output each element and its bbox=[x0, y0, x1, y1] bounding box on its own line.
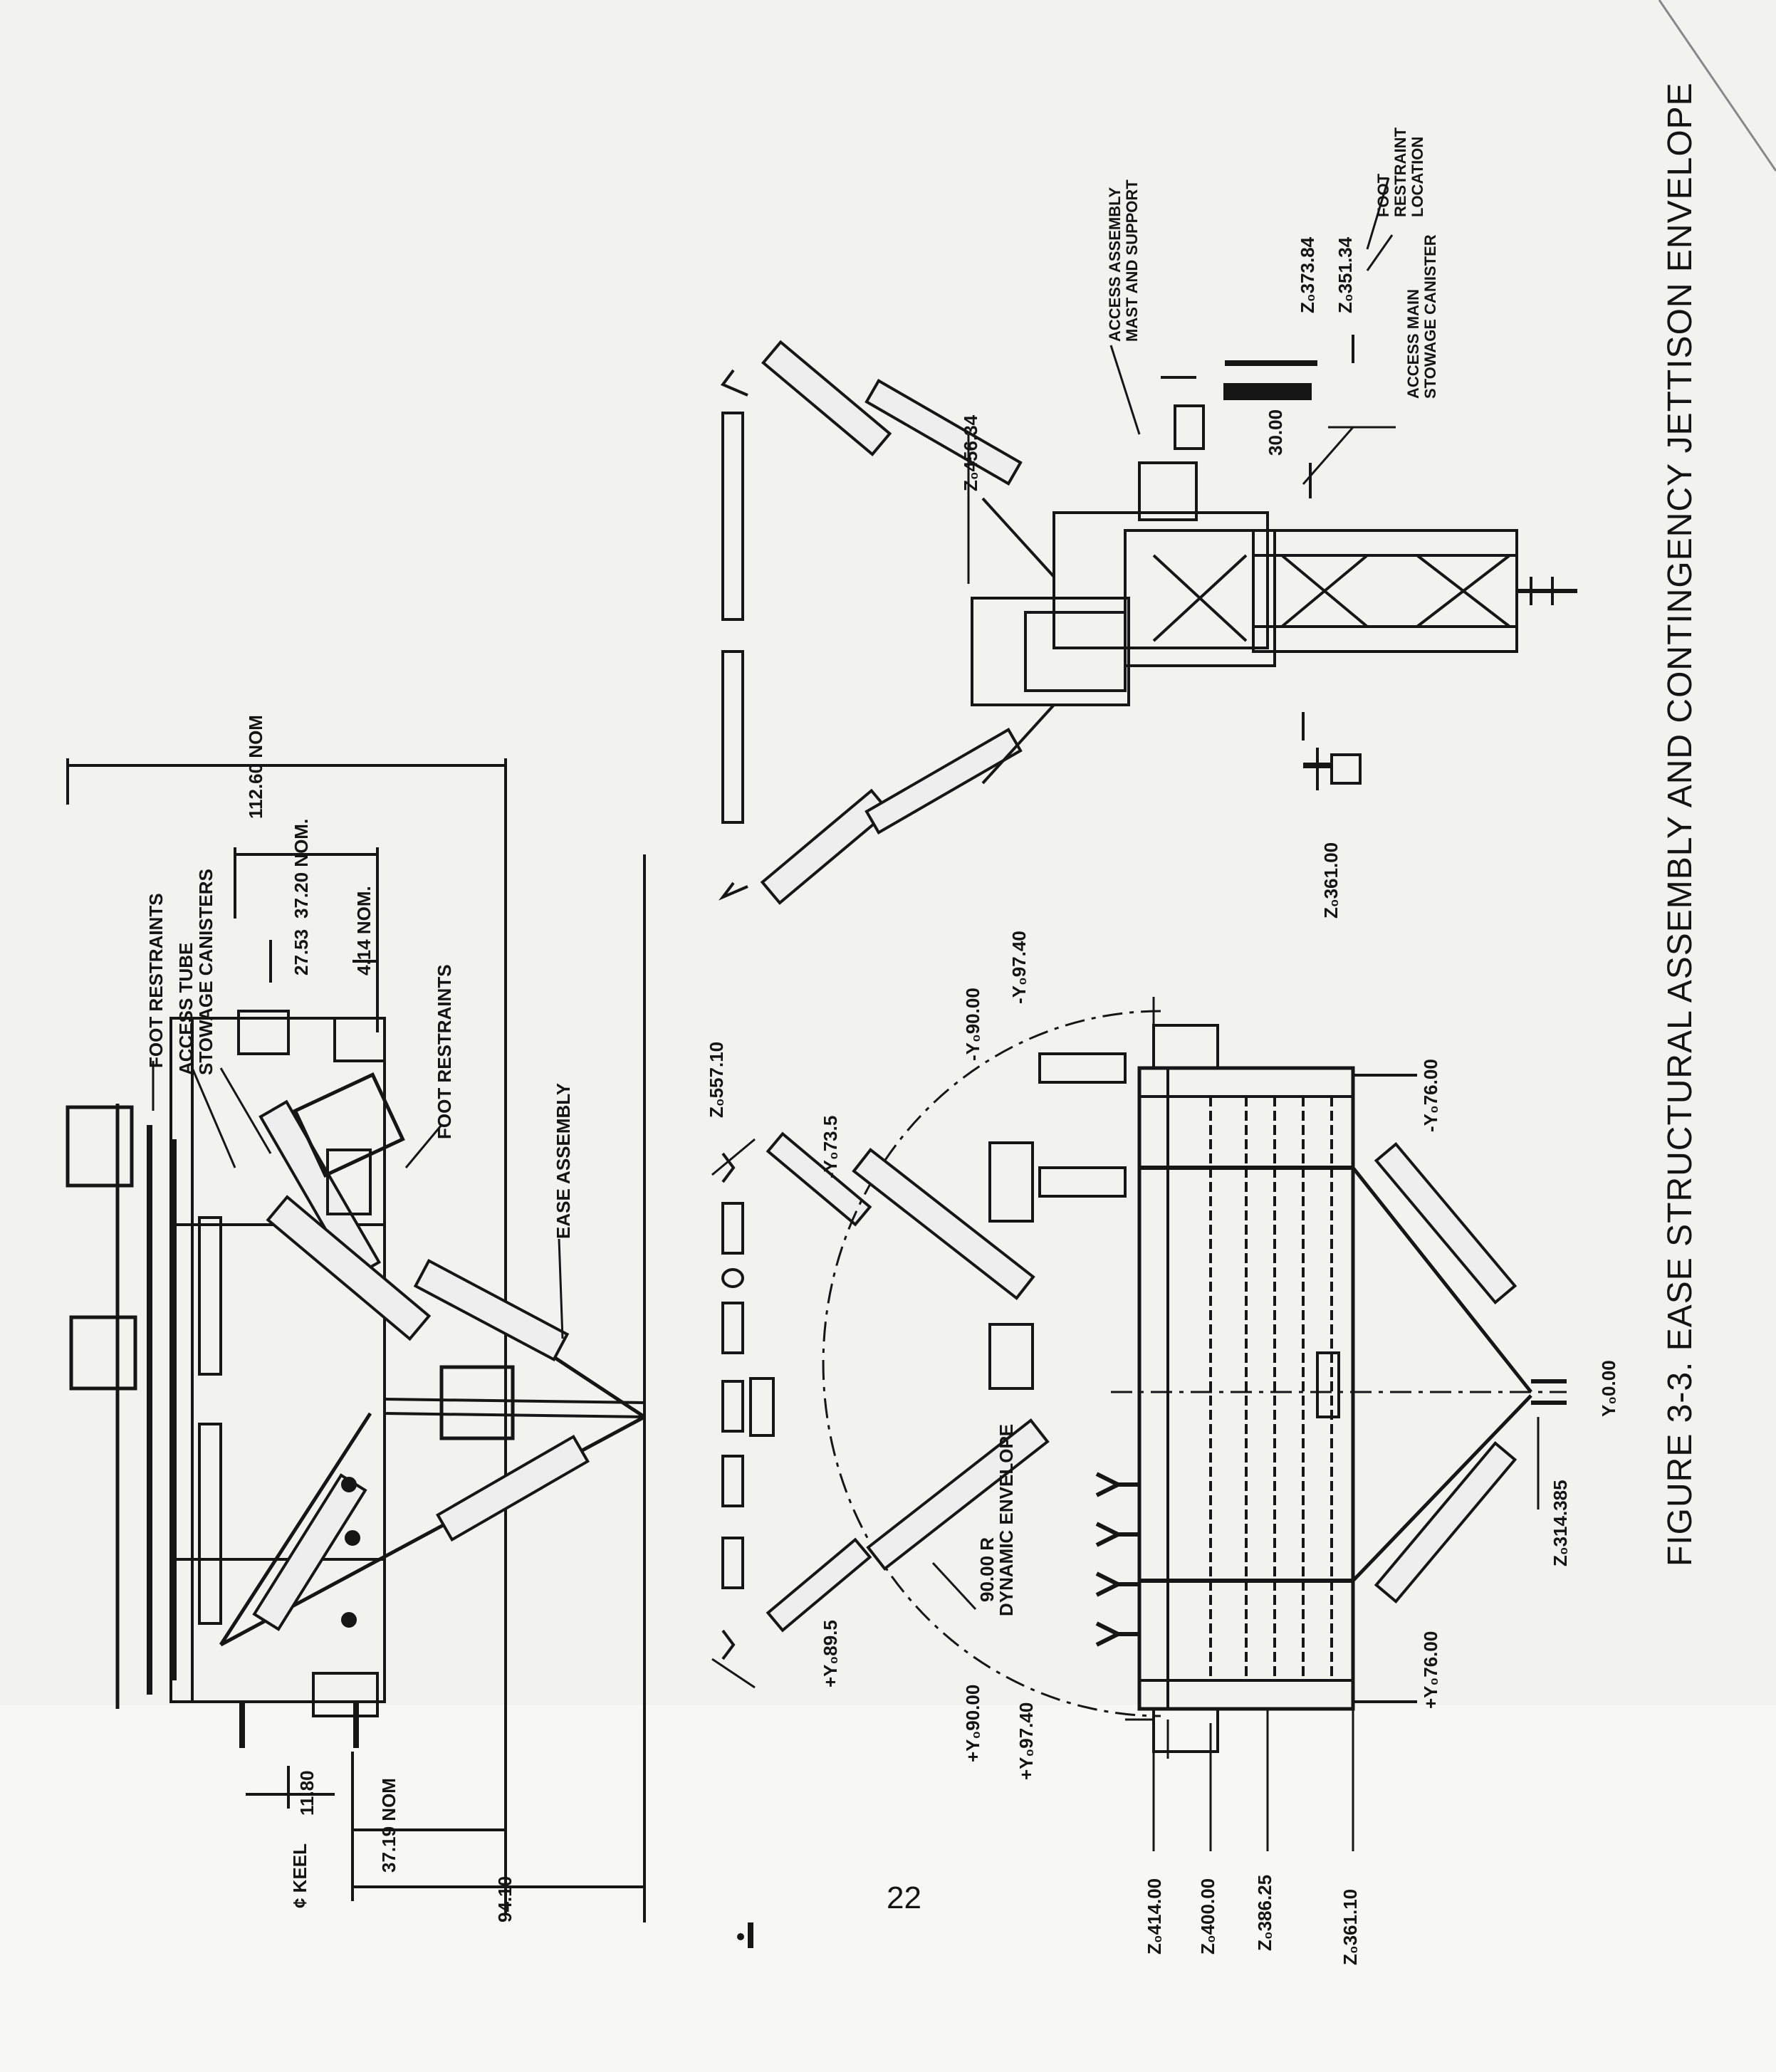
label-y-89: +Y₀89.5 bbox=[820, 1620, 841, 1688]
front-view-labels: -Y₀90.00 -Y₀97.40 -Y₀76.00 90.00 R DYNAM… bbox=[962, 931, 1619, 1965]
label-z-400: Z₀400.00 bbox=[1197, 1878, 1218, 1955]
middle-view bbox=[711, 1131, 872, 1689]
label-z-557: Z₀557.10 bbox=[706, 1042, 727, 1118]
figure-caption: FIGURE 3-3. EASE STRUCTURAL ASSEMBLY AND… bbox=[1661, 82, 1699, 1566]
label-ease-assembly: EASE ASSEMBLY bbox=[553, 1083, 574, 1239]
label-foot-restraints-mid: FOOT RESTRAINTS bbox=[434, 964, 455, 1139]
upper-view-labels: ACCESS ASSEMBLY MAST AND SUPPORT FOOT RE… bbox=[960, 127, 1439, 919]
front-view bbox=[822, 997, 1567, 1851]
label-envelope-1: 90.00 R bbox=[976, 1537, 998, 1602]
label-y-0: Y₀0.00 bbox=[1598, 1360, 1619, 1417]
dim-112-60: 112.60 NOM bbox=[245, 715, 266, 819]
label-envelope-2: DYNAMIC ENVELOPE bbox=[996, 1424, 1017, 1616]
label-y-plus-76: +Y₀76.00 bbox=[1420, 1631, 1441, 1709]
dim-27-53: 27.53 bbox=[291, 929, 312, 975]
label-access-mast-1: ACCESS ASSEMBLY bbox=[1106, 187, 1124, 342]
dim-11-80: 11.80 bbox=[296, 1770, 318, 1816]
label-foot-restraint-loc-2: RESTRAINT bbox=[1391, 127, 1409, 217]
label-z-414: Z₀414.00 bbox=[1144, 1878, 1165, 1955]
label-y-minus-76: -Y₀76.00 bbox=[1420, 1059, 1441, 1132]
label-access-canister-1: ACCESS MAIN bbox=[1404, 289, 1422, 399]
label-y-plus-97: +Y₀97.40 bbox=[1015, 1702, 1037, 1780]
label-y-73: -Y₀73.5 bbox=[820, 1116, 841, 1178]
label-access-tube-line2: STOWAGE CANISTERS bbox=[195, 869, 216, 1075]
side-view-labels: FOOT RESTRAINTS ACCESS TUBE STOWAGE CANI… bbox=[145, 715, 574, 1922]
label-z-386: Z₀386.25 bbox=[1254, 1875, 1275, 1951]
label-keel: ¢ KEEL bbox=[289, 1843, 310, 1908]
dim-37-20: 37.20 NOM. bbox=[291, 819, 312, 919]
dim-94-10: 94.10 bbox=[494, 1876, 516, 1922]
middle-view-labels: Z₀557.10 -Y₀73.5 +Y₀89.5 bbox=[706, 1042, 841, 1688]
dim-4-14: 4.14 NOM. bbox=[353, 886, 375, 975]
label-foot-restraint-loc-1: FOOT bbox=[1374, 173, 1392, 217]
label-z-314: Z₀314.385 bbox=[1550, 1480, 1571, 1566]
page-number: 22 bbox=[887, 1880, 921, 1915]
label-access-canister-2: STOWAGE CANISTER bbox=[1421, 234, 1439, 399]
upper-view bbox=[718, 177, 1577, 905]
side-view bbox=[66, 758, 646, 1922]
label-z-361-00: Z₀361.00 bbox=[1320, 842, 1342, 919]
label-y-minus-90: -Y₀90.00 bbox=[962, 988, 983, 1061]
label-dim-30: 30.00 bbox=[1265, 409, 1286, 456]
label-y-plus-90: +Y₀90.00 bbox=[962, 1685, 983, 1762]
label-foot-restraints-top: FOOT RESTRAINTS bbox=[145, 893, 167, 1068]
label-access-mast-2: MAST AND SUPPORT bbox=[1123, 179, 1141, 342]
label-foot-restraint-loc-3: LOCATION bbox=[1409, 137, 1426, 217]
dim-37-19: 37.19 NOM bbox=[378, 1778, 399, 1873]
label-z-456: Z₀456.34 bbox=[960, 414, 981, 491]
label-access-tube-line1: ACCESS TUBE bbox=[175, 943, 197, 1075]
label-z-361-10: Z₀361.10 bbox=[1339, 1889, 1361, 1965]
label-z-373: Z₀373.84 bbox=[1297, 236, 1318, 313]
label-z-351: Z₀351.34 bbox=[1334, 236, 1356, 313]
label-y-minus-97: -Y₀97.40 bbox=[1008, 931, 1030, 1004]
